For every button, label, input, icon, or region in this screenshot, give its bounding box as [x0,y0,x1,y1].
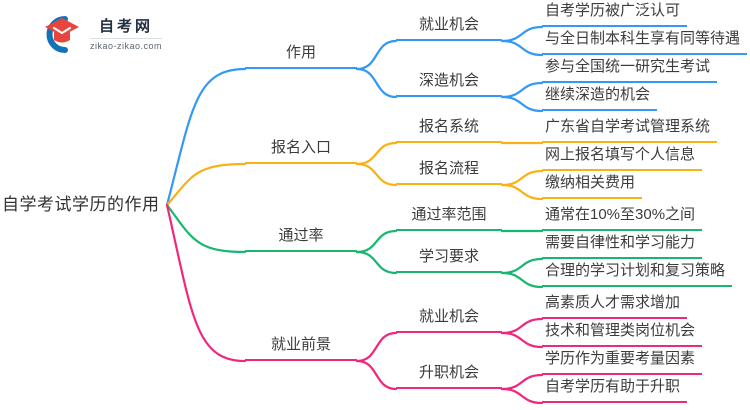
subtopic-node[interactable]: 报名系统 [396,117,502,143]
logo-divider [90,37,163,39]
subtopic-node[interactable]: 就业机会 [396,307,502,333]
connector-line [355,39,398,71]
connector-line [500,25,544,43]
connector-line [500,331,544,349]
leaf-node[interactable]: 高素质人才需求增加 [542,293,688,319]
connector-line [355,67,398,99]
leaf-node[interactable]: 通常在10%至30%之间 [542,205,703,231]
leaf-node[interactable]: 广东省自学考试管理系统 [542,117,718,143]
connector-line [500,387,544,405]
subtopic-node[interactable]: 深造机会 [396,71,502,97]
connector-line [165,67,247,207]
connector-line [500,257,544,275]
connector-line [165,203,247,254]
leaf-node[interactable]: 缴纳相关费用 [542,173,643,199]
leaf-node[interactable]: 网上报名填写个人信息 [542,145,703,171]
connector-line [355,162,398,187]
branch-node[interactable]: 报名入口 [245,138,357,164]
branch-node[interactable]: 通过率 [245,226,357,252]
connector-line [355,331,398,363]
site-url: zikao-zikao.com [90,40,163,51]
connector-line [500,317,544,335]
subtopic-node[interactable]: 学习要求 [396,247,502,273]
branch-node[interactable]: 就业前景 [245,335,357,361]
subtopic-node[interactable]: 报名流程 [396,159,502,185]
connector-line [500,95,544,113]
subtopic-node[interactable]: 通过率范围 [396,205,502,231]
connector-line [500,39,544,57]
graduation-cap-icon [45,16,79,53]
leaf-node[interactable]: 参与全国统一研究生考试 [542,57,718,83]
branch-node[interactable]: 作用 [245,43,357,69]
leaf-node[interactable]: 需要自律性和学习能力 [542,233,703,259]
connector-line [500,81,544,99]
connector-line [500,169,544,187]
connector-line [500,271,544,289]
leaf-node[interactable]: 技术和管理类岗位机会 [542,321,703,347]
subtopic-node[interactable]: 升职机会 [396,363,502,389]
connector-line [165,162,247,207]
leaf-node[interactable]: 合理的学习计划和复习策略 [542,261,733,287]
logo-text-block: 自考网 zikao-zikao.com [90,17,163,51]
connector-line [500,373,544,391]
site-name: 自考网 [99,17,154,35]
connector-line [355,250,398,275]
leaf-node[interactable]: 学历作为重要考量因素 [542,349,703,375]
leaf-node[interactable]: 继续深造的机会 [542,85,658,111]
connector-line [355,141,398,166]
root-node[interactable]: 自学考试学历的作用 [2,195,160,214]
leaf-node[interactable]: 自考学历被广泛认可 [542,1,688,27]
connector-line [355,359,398,391]
site-logo: 自考网 zikao-zikao.com [38,14,163,54]
connector-line [165,203,247,363]
connector-line [355,229,398,254]
leaf-node[interactable]: 自考学历有助于升职 [542,377,688,403]
subtopic-node[interactable]: 就业机会 [396,15,502,41]
connector-line [500,183,544,201]
leaf-node[interactable]: 与全日制本科生享有同等待遇 [542,29,748,55]
